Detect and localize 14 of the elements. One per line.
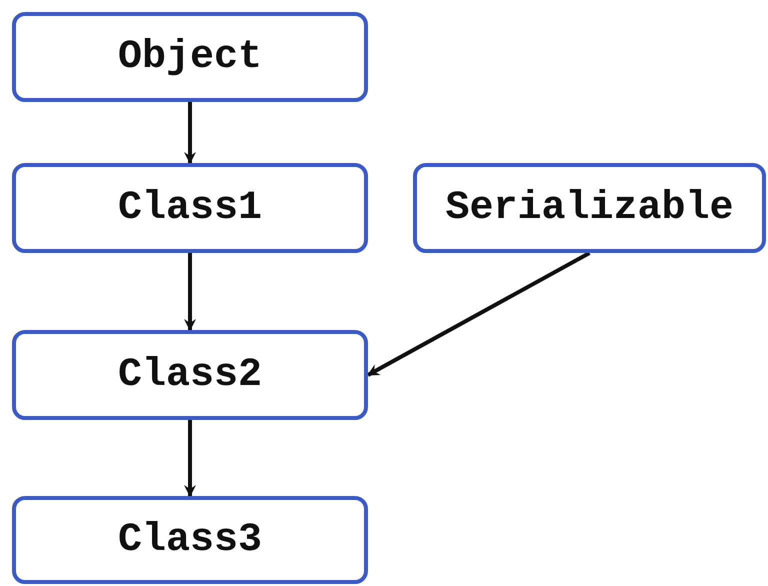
arrow xyxy=(367,251,590,377)
class-box xyxy=(12,496,368,584)
arrow xyxy=(184,102,196,164)
class-name: Class2 xyxy=(118,352,262,398)
class-box xyxy=(413,163,766,253)
class-box xyxy=(12,163,368,253)
class-name: Object xyxy=(118,34,262,80)
arrow xyxy=(184,253,196,331)
class-name: Class3 xyxy=(118,518,262,562)
class-box xyxy=(12,330,368,420)
class-name: Serializable xyxy=(445,186,734,230)
class-name: Class1 xyxy=(118,186,262,230)
arrow xyxy=(184,420,196,497)
class-box xyxy=(12,12,368,102)
